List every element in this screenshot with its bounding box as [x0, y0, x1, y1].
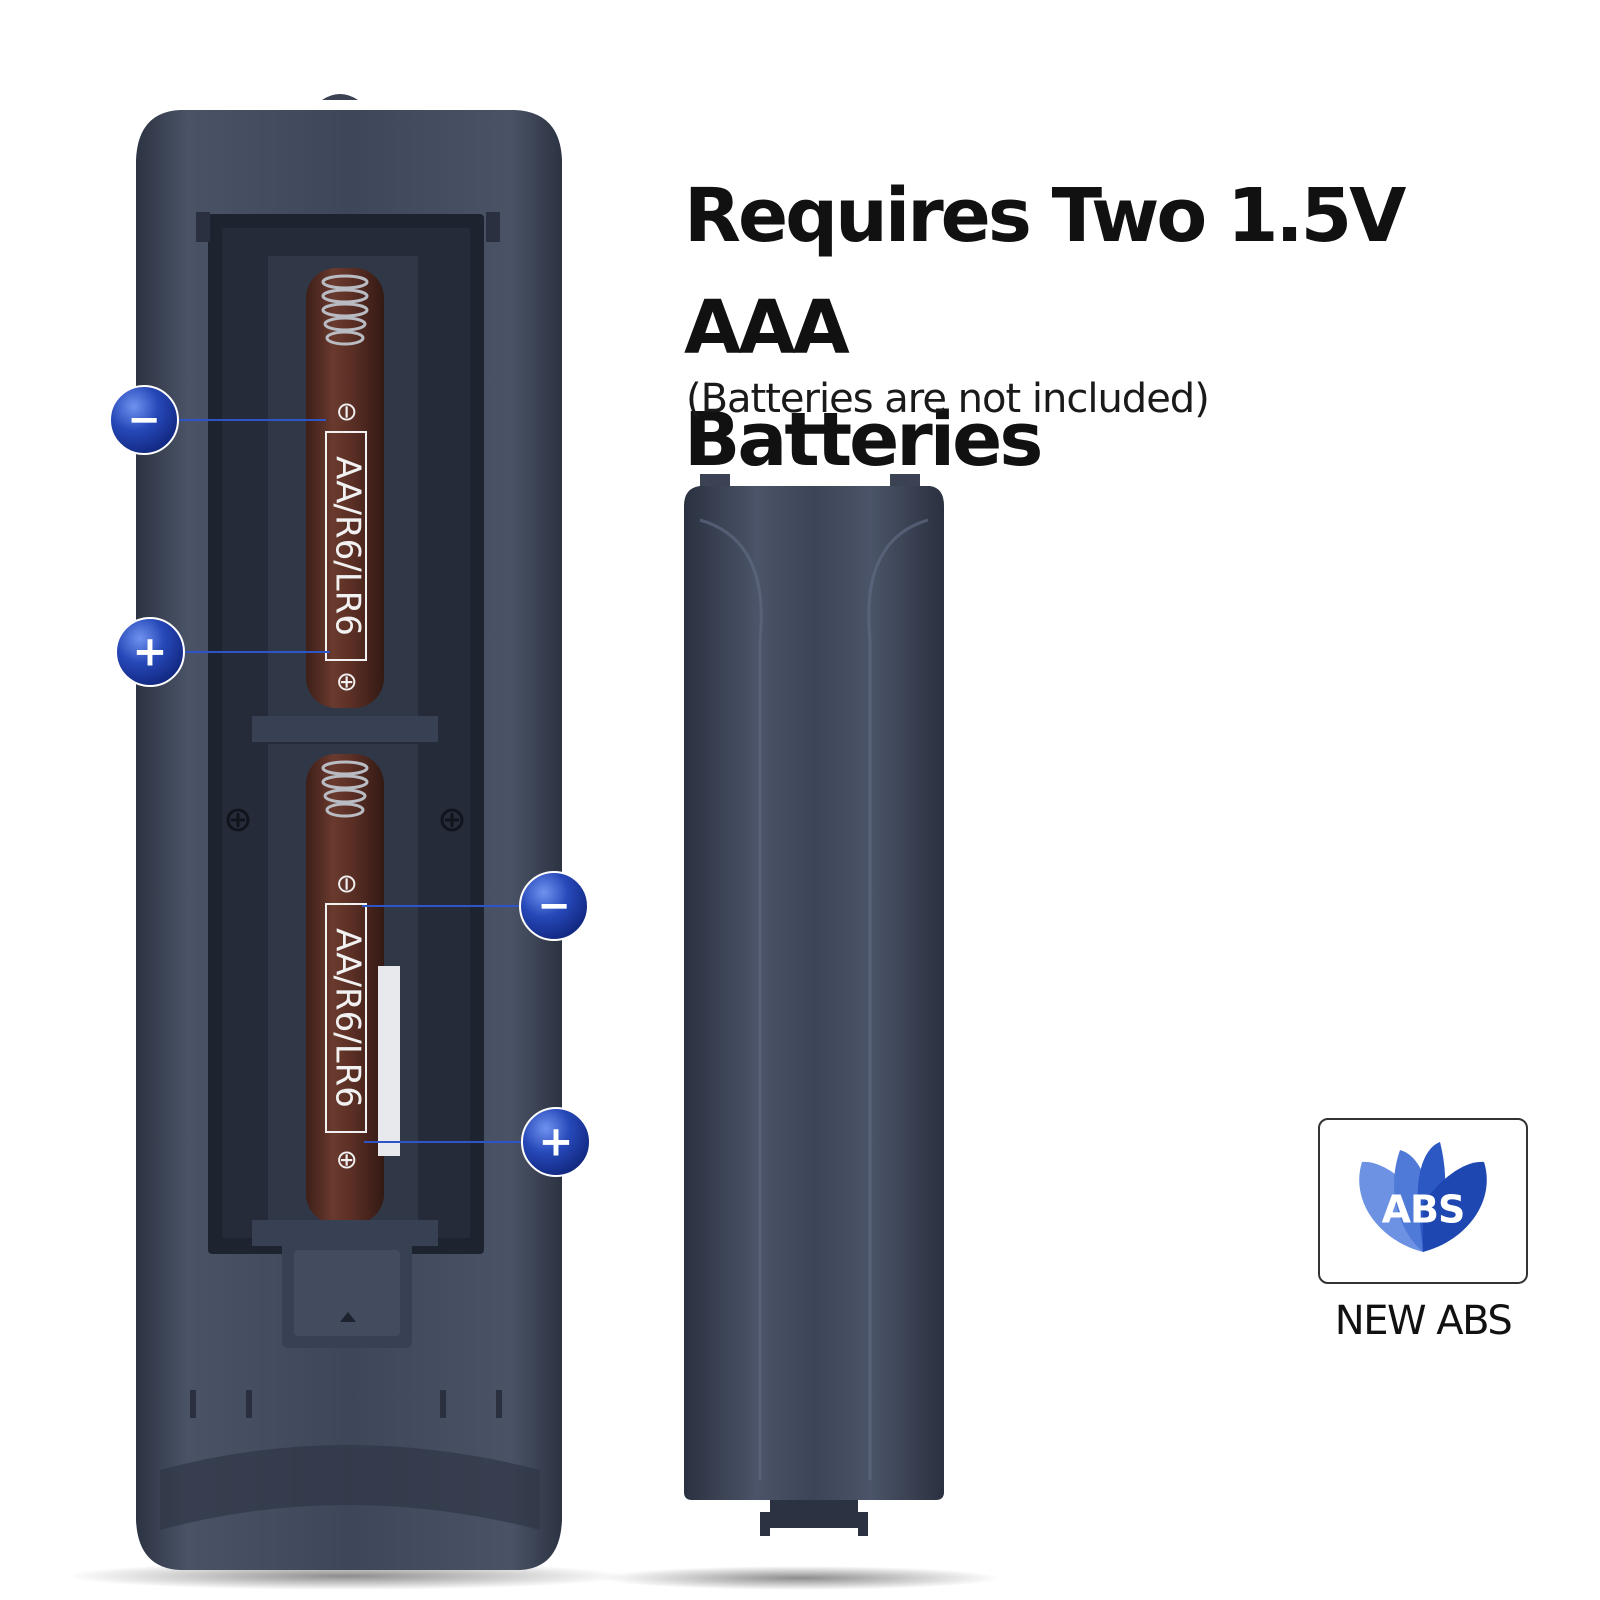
- abs-badge-text: ABS: [1382, 1188, 1465, 1232]
- battery-1-labels: ⊖ AA/R6/LR6 ⊕: [325, 401, 368, 693]
- abs-badge-caption: NEW ABS: [1334, 1298, 1513, 1344]
- battery-1-type-label: AA/R6/LR6: [328, 456, 368, 636]
- battery-1-type-label-box: [325, 431, 367, 661]
- headline: Requires Two 1.5V AAA Batteries: [684, 160, 1584, 496]
- battery-1-plus-symbol: ⊕: [332, 671, 362, 693]
- minus-marker-1-sign: −: [127, 397, 161, 443]
- plus-marker-1: +: [115, 617, 330, 687]
- plus-marker-2: +: [364, 1107, 591, 1177]
- minus-marker-2-sign: −: [537, 883, 571, 929]
- battery-2-plus-symbol: ⊕: [332, 1149, 362, 1171]
- battery-2-type-label: AA/R6/LR6: [328, 928, 368, 1108]
- minus-marker-1: −: [109, 385, 326, 455]
- minus-marker-2: −: [362, 871, 589, 941]
- abs-leaf-icon: ABS: [1359, 1142, 1487, 1252]
- battery-2-labels: ⊖ AA/R6/LR6 ⊕: [325, 873, 368, 1171]
- battery-slot-1: [252, 256, 438, 742]
- headline-line-2: Batteries: [684, 397, 1043, 483]
- plus-marker-2-sign: +: [538, 1117, 573, 1166]
- battery-2-minus-symbol: ⊖: [332, 873, 362, 895]
- subline: (Batteries are not included): [686, 376, 1210, 422]
- plus-marker-1-sign: +: [132, 627, 167, 676]
- abs-badge: ABS: [1318, 1118, 1528, 1284]
- battery-1-minus-symbol: ⊖: [332, 401, 362, 423]
- headline-line-1: Requires Two 1.5V AAA: [684, 173, 1406, 371]
- battery-cover: [684, 474, 944, 1536]
